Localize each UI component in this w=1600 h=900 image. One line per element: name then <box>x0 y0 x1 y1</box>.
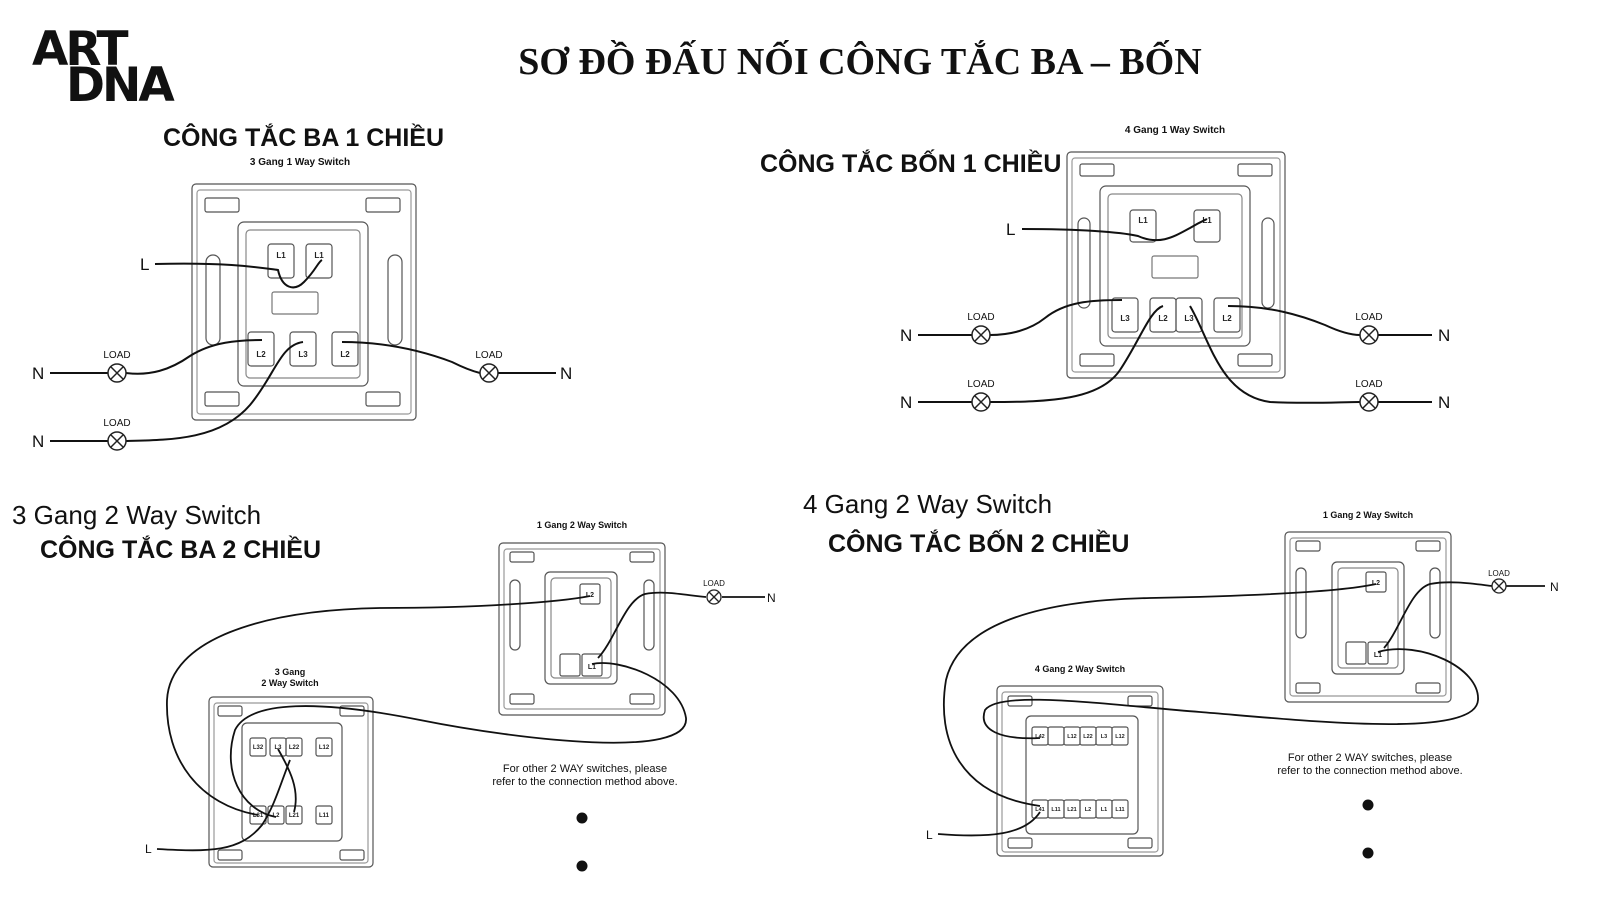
label-neutral: N <box>560 364 572 383</box>
term-l3: L3 <box>274 745 282 751</box>
term-l21: L21 <box>289 813 300 819</box>
term-l41: L41 <box>1035 807 1044 813</box>
caption-four-gang-two-way: 4 Gang 2 Way Switch <box>1034 664 1126 674</box>
term-l1-a: L1 <box>1138 216 1148 225</box>
label-load: LOAD <box>1355 379 1382 390</box>
ellipsis-dot <box>1362 847 1374 859</box>
term-l32: L32 <box>253 745 264 751</box>
term-l2-b: L2 <box>1222 314 1232 323</box>
ellipsis-dot <box>576 860 588 872</box>
heading-four-gang-two-way-en: 4 Gang 2 Way Switch <box>803 489 1053 519</box>
label-neutral: N <box>900 393 912 412</box>
label-neutral: N <box>900 326 912 345</box>
page-title: SƠ ĐỒ ĐẤU NỐI CÔNG TẮC BA – BỐN <box>518 41 1202 83</box>
label-load: LOAD <box>703 579 725 588</box>
lamp-icon <box>479 363 499 383</box>
term-l1-a: L1 <box>276 251 286 260</box>
lamp-icon <box>1491 578 1507 594</box>
note-three-gang-line1: For other 2 WAY switches, please <box>502 763 668 775</box>
switch-1gang-2way-right <box>1284 531 1452 703</box>
switch-4gang-1way <box>1066 151 1286 379</box>
term-l12-b: L12 <box>1115 734 1124 740</box>
switch-3gang-1way <box>191 183 417 421</box>
term-l2: L2 <box>586 592 594 599</box>
brand-logo: ART DNA <box>32 22 175 113</box>
lamp-icon <box>1359 325 1379 345</box>
lamp-icon <box>1359 392 1379 412</box>
term-l2: L2 <box>1372 580 1380 587</box>
caption-three-gang-line1: 3 Gang <box>274 667 306 677</box>
label-load: LOAD <box>1355 312 1382 323</box>
lamp-icon <box>107 431 127 451</box>
term-l1: L1 <box>1101 807 1107 813</box>
heading-three-gang-one-way: CÔNG TẮC BA 1 CHIỀU <box>163 124 445 152</box>
lamp-icon <box>971 325 991 345</box>
term-l42: L42 <box>1035 734 1044 740</box>
term-l1: L1 <box>588 664 596 671</box>
label-load: LOAD <box>103 418 130 429</box>
term-l11-b: L11 <box>1115 807 1124 813</box>
label-live: L <box>926 828 933 842</box>
heading-three-gang-two-way-vn: CÔNG TẮC BA 2 CHIỀU <box>40 536 322 564</box>
term-l3: L3 <box>1101 734 1107 740</box>
term-l2-a: L2 <box>1158 314 1168 323</box>
label-load: LOAD <box>475 350 502 361</box>
switch-1gang-2way-left <box>498 542 666 716</box>
caption-three-gang-line2: 2 Way Switch <box>261 678 319 688</box>
label-live: L <box>1006 220 1015 239</box>
heading-three-gang-two-way-en: 3 Gang 2 Way Switch <box>12 500 262 530</box>
term-l22: L22 <box>1083 734 1092 740</box>
lamp-icon <box>107 363 127 383</box>
term-l22: L22 <box>289 745 300 751</box>
note-three-gang-line2: refer to the connection method above. <box>492 776 678 788</box>
logo-line-1: ART <box>32 22 129 77</box>
note-four-gang-line1: For other 2 WAY switches, please <box>1287 752 1453 764</box>
term-l11: L11 <box>1051 807 1060 813</box>
label-load: LOAD <box>1488 569 1510 578</box>
label-load: LOAD <box>967 312 994 323</box>
lamp-icon <box>706 589 722 605</box>
term-l2-a: L2 <box>256 350 266 359</box>
label-neutral: N <box>1550 580 1559 594</box>
label-neutral: N <box>32 364 44 383</box>
caption-one-gang-two-way-left: 1 Gang 2 Way Switch <box>536 520 628 530</box>
term-l11: L11 <box>319 813 330 819</box>
term-l3-b: L3 <box>1184 314 1194 323</box>
ellipsis-dot <box>576 812 588 824</box>
term-l21: L21 <box>1067 807 1076 813</box>
note-four-gang-line2: refer to the connection method above. <box>1277 765 1463 777</box>
term-l2-b: L2 <box>340 350 350 359</box>
heading-four-gang-one-way: CÔNG TẮC BỐN 1 CHIỀU <box>760 150 1062 178</box>
caption-one-gang-two-way-right: 1 Gang 2 Way Switch <box>1322 510 1414 520</box>
caption-three-gang-one-way: 3 Gang 1 Way Switch <box>249 157 351 168</box>
ellipsis-dot <box>1362 799 1374 811</box>
switch-3gang-2way <box>208 696 374 868</box>
logo-line-2: DNA <box>66 58 175 113</box>
label-neutral: N <box>32 432 44 451</box>
label-live: L <box>145 842 152 856</box>
label-neutral: N <box>767 591 776 605</box>
term-l1-b: L1 <box>1202 216 1212 225</box>
term-l12: L12 <box>319 745 330 751</box>
term-l3-a: L3 <box>1120 314 1130 323</box>
term-l1-b: L1 <box>314 251 324 260</box>
term-l2: L2 <box>1085 807 1091 813</box>
label-neutral: N <box>1438 326 1450 345</box>
heading-four-gang-two-way-vn: CÔNG TẮC BỐN 2 CHIỀU <box>828 530 1130 558</box>
term-l1: L1 <box>1374 652 1382 659</box>
label-load: LOAD <box>103 350 130 361</box>
label-live: L <box>140 255 149 274</box>
term-l3-a: L3 <box>298 350 308 359</box>
caption-four-gang-one-way: 4 Gang 1 Way Switch <box>1124 125 1226 136</box>
lamp-icon <box>971 392 991 412</box>
switch-4gang-2way <box>996 685 1164 857</box>
label-neutral: N <box>1438 393 1450 412</box>
label-load: LOAD <box>967 379 994 390</box>
term-l12: L12 <box>1067 734 1076 740</box>
term-l2: L2 <box>272 813 280 819</box>
term-l31: L31 <box>253 813 264 819</box>
